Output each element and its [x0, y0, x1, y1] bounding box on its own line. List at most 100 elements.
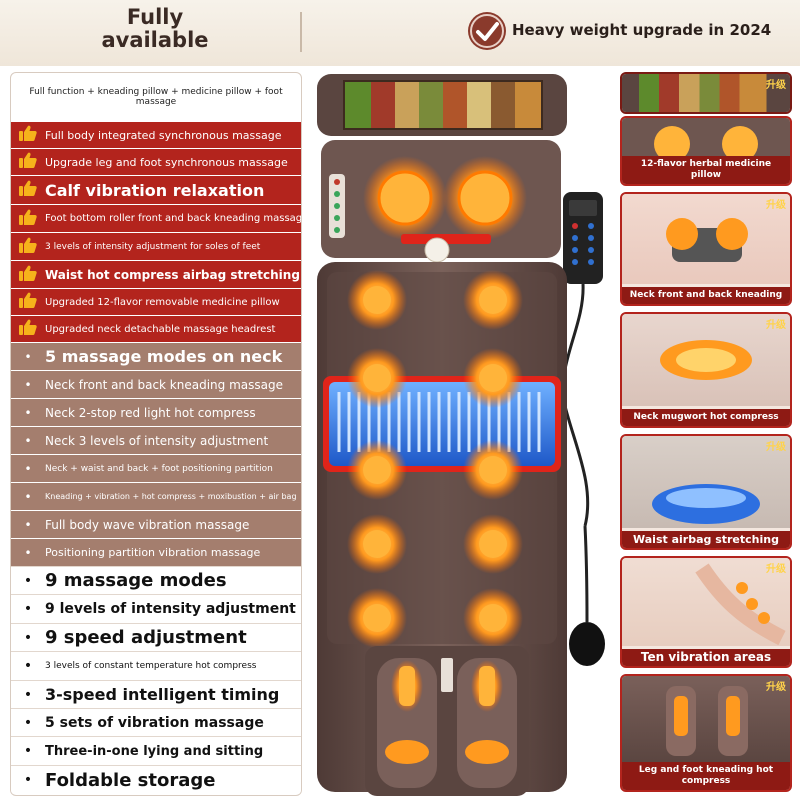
- feature-label: 5 massage modes on neck: [45, 347, 283, 366]
- upgrade-badge: 升级: [766, 682, 786, 693]
- top-banner: Fully available Heavy weight upgrade in …: [0, 0, 800, 66]
- feature-row: Full body integrated synchronous massage: [11, 121, 301, 148]
- thumb-caption: 12-flavor herbal medicine pillow: [622, 156, 790, 184]
- feature-list-header: Full function + kneading pillow + medici…: [29, 87, 283, 107]
- feature-label: 5 sets of vibration massage: [45, 714, 264, 731]
- thumb-caption: Ten vibration areas: [622, 649, 790, 666]
- air-pump-icon: [569, 525, 605, 666]
- feature-row: • Neck 3 levels of intensity adjustment: [11, 426, 301, 454]
- feature-label: Kneading + vibration + hot compress + mo…: [45, 492, 297, 501]
- feature-row: • 5 massage modes on neck: [11, 342, 301, 370]
- feature-label: Positioning partition vibration massage: [45, 546, 261, 559]
- thumb-caption: Neck mugwort hot compress: [622, 409, 790, 426]
- availability-title: Fully available: [101, 5, 209, 52]
- feature-list: Full function + kneading pillow + medici…: [10, 72, 302, 796]
- feature-label: Neck 3 levels of intensity adjustment: [45, 433, 269, 448]
- bullet-icon: •: [23, 629, 33, 646]
- thumbs-up-icon: [11, 208, 45, 230]
- feature-label: 9 levels of intensity adjustment: [45, 601, 296, 617]
- feature-label: Upgraded 12-flavor removable medicine pi…: [45, 296, 280, 308]
- thumbs-up-icon: [11, 236, 45, 258]
- upgrade-badge: 升级: [766, 200, 786, 211]
- bullet-icon: •: [23, 601, 33, 617]
- thumbs-up-icon: [11, 264, 45, 286]
- feature-label: Waist hot compress airbag stretching: [45, 267, 300, 282]
- feature-label: Neck + waist and back + foot positioning…: [45, 463, 273, 474]
- feature-row: • Foldable storage: [11, 765, 301, 794]
- feature-rows: Full body integrated synchronous massage…: [11, 121, 301, 794]
- herbal-pillow: [317, 74, 567, 136]
- feature-label: Foldable storage: [45, 769, 216, 791]
- feature-row: • Full body wave vibration massage: [11, 510, 301, 538]
- feature-row: Upgraded neck detachable massage headres…: [11, 315, 301, 342]
- feature-label: Full body wave vibration massage: [45, 517, 250, 532]
- bullet-icon: •: [24, 349, 32, 364]
- feature-row: • Neck + waist and back + foot positionin…: [11, 454, 301, 482]
- thumb-neck-mugwort: 升级 Neck mugwort hot compress: [620, 312, 792, 428]
- feature-label: Full body integrated synchronous massage: [45, 128, 282, 142]
- bullet-icon: •: [24, 461, 32, 476]
- feature-row: • Kneading + vibration + hot compress + m…: [11, 482, 301, 510]
- feature-row: • 5 sets of vibration massage: [11, 708, 301, 736]
- thumbs-up-icon: [11, 124, 45, 146]
- thumbs-up-icon: [11, 318, 45, 340]
- feature-label: 9 speed adjustment: [45, 627, 247, 648]
- remote-control-icon: [561, 192, 603, 527]
- feature-label: 3-speed intelligent timing: [45, 685, 280, 704]
- foot-massager: [365, 646, 529, 796]
- thumbs-up-icon: [11, 151, 45, 173]
- feature-label: Upgrade leg and foot synchronous massage: [45, 155, 288, 169]
- thumb-herbal-pillow-top: 升级: [620, 72, 792, 114]
- upgrade-badge: 升级: [766, 564, 786, 575]
- thumb-neck-kneading: 升级 Neck front and back kneading: [620, 192, 792, 306]
- thumb-ten-vibration: 升级 Ten vibration areas: [620, 556, 792, 668]
- feature-label: Calf vibration relaxation: [45, 180, 265, 200]
- banner-divider: [300, 12, 302, 52]
- bullet-icon: •: [23, 714, 33, 731]
- feature-row: • Positioning partition vibration massage: [11, 538, 301, 566]
- feature-label: Neck 2-stop red light hot compress: [45, 405, 256, 420]
- feature-label: Foot bottom roller front and back kneadi…: [45, 213, 301, 224]
- bullet-icon: •: [23, 743, 33, 759]
- thumbs-up-icon: [11, 291, 45, 313]
- bullet-icon: •: [24, 405, 32, 420]
- feature-row: Waist hot compress airbag stretching: [11, 260, 301, 288]
- checkmark-icon: [468, 12, 506, 50]
- feature-row: • Neck 2-stop red light hot compress: [11, 398, 301, 426]
- bullet-icon: •: [24, 433, 32, 448]
- upgrade-badge: 升级: [766, 320, 786, 331]
- bullet-icon: •: [23, 772, 33, 788]
- feature-row: Upgraded 12-flavor removable medicine pi…: [11, 288, 301, 315]
- neck-headrest: [321, 140, 561, 263]
- thumb-leg-foot: 升级 Leg and foot kneading hot compress: [620, 674, 792, 792]
- thumb-waist-airbag: 升级 Waist airbag stretching: [620, 434, 792, 550]
- feature-row: • 9 massage modes: [11, 566, 301, 594]
- feature-row: • 3 levels of constant temperature hot co…: [11, 651, 301, 680]
- bullet-icon: •: [24, 377, 32, 392]
- feature-label: Neck front and back kneading massage: [45, 377, 283, 392]
- bullet-icon: •: [23, 658, 33, 674]
- bullet-icon: •: [24, 489, 32, 504]
- bullet-icon: •: [24, 517, 32, 532]
- feature-label: Upgraded neck detachable massage headres…: [45, 323, 276, 335]
- feature-row: Foot bottom roller front and back kneadi…: [11, 204, 301, 232]
- feature-label: 3 levels of intensity adjustment for sol…: [45, 241, 261, 252]
- upgrade-badge: 升级: [766, 80, 786, 91]
- feature-label: 3 levels of constant temperature hot com…: [45, 661, 257, 671]
- upgrade-headline: Heavy weight upgrade in 2024: [512, 21, 772, 39]
- thumb-herbal-pillow: 12-flavor herbal medicine pillow: [620, 116, 792, 186]
- bullet-icon: •: [23, 572, 33, 589]
- vibration-points: [347, 270, 523, 648]
- feature-row: 3 levels of intensity adjustment for sol…: [11, 232, 301, 260]
- thumb-caption: Neck front and back kneading: [622, 287, 790, 304]
- feature-row: Upgrade leg and foot synchronous massage: [11, 148, 301, 175]
- feature-row: • 9 levels of intensity adjustment: [11, 594, 301, 623]
- thumb-caption: Waist airbag stretching: [622, 531, 790, 548]
- feature-row: • 9 speed adjustment: [11, 623, 301, 651]
- feature-label: 9 massage modes: [45, 570, 227, 591]
- massage-mat-illustration: [305, 66, 615, 800]
- bullet-icon: •: [24, 545, 32, 560]
- thumbs-up-icon: [11, 179, 45, 201]
- upgrade-badge: 升级: [766, 442, 786, 453]
- feature-row: •Three-in-one lying and sitting: [11, 736, 301, 765]
